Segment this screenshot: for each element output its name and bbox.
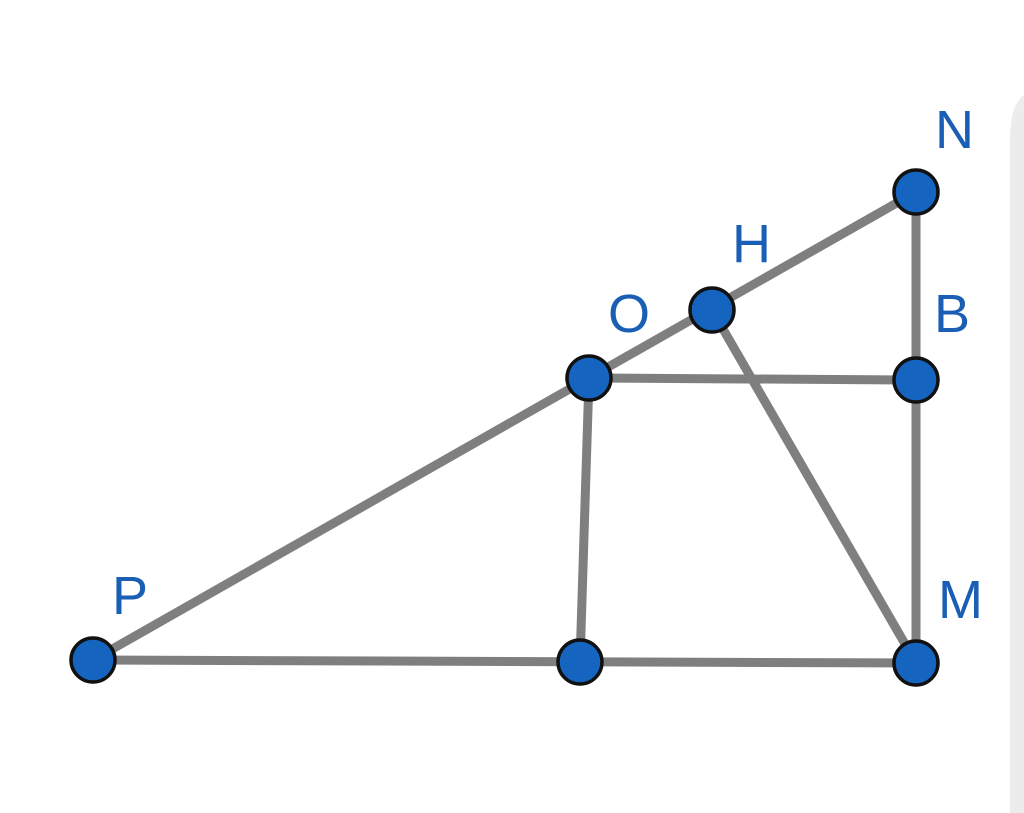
point-h [688,286,736,334]
label-o: O [608,284,650,344]
label-h: H [732,214,771,274]
label-p: P [112,566,148,626]
segment-p-m [88,655,921,668]
point-m [892,639,940,687]
point-n [892,168,940,216]
segment-o-q [575,373,594,667]
label-b: B [934,284,970,344]
segments-group [88,187,921,668]
points-group [69,168,940,687]
segment-p-n [88,187,921,665]
point-b [892,356,940,404]
point-o [565,354,613,402]
point-q [556,638,604,686]
segment-h-m [707,305,921,668]
labels-group: N H O B P M [112,100,983,630]
label-n: N [935,100,974,160]
point-p [69,636,117,684]
right-edge-shade [1010,95,1024,813]
label-m: M [938,570,983,630]
